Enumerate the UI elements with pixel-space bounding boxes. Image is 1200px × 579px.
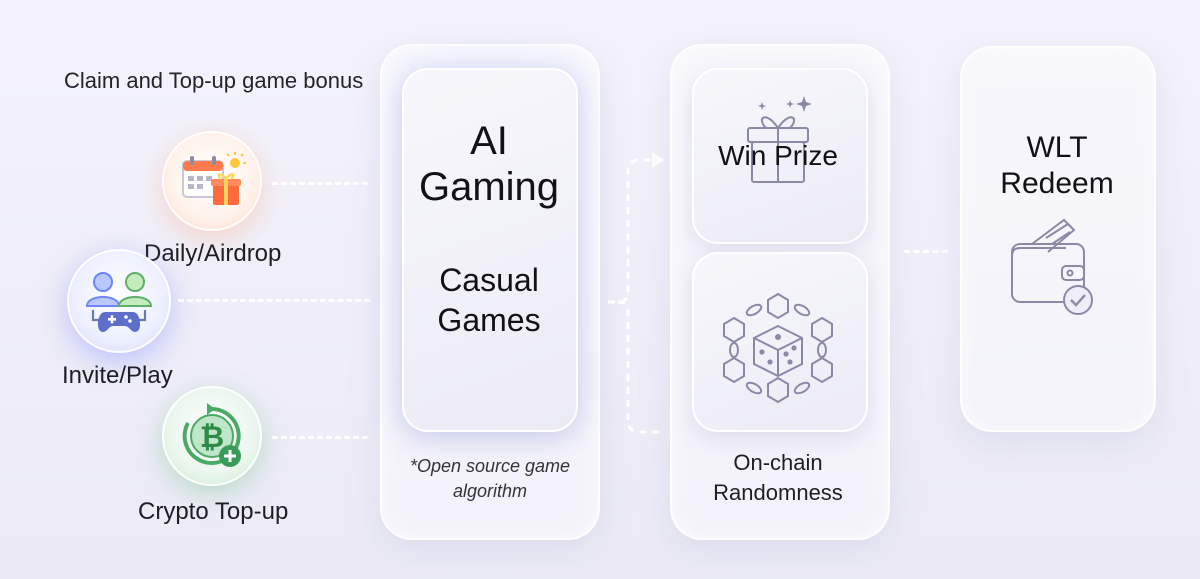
crypto-topup-label: Crypto Top-up: [138, 498, 289, 525]
wallet-ticket-check-icon: [1011, 218, 1093, 315]
daily-airdrop-label: Daily/Airdrop: [144, 240, 282, 267]
svg-text:₿: ₿: [200, 420, 224, 455]
on-chain-randomness-card[interactable]: [692, 252, 868, 432]
invite-connector: [178, 299, 370, 302]
note-line2: algorithm: [452, 481, 528, 501]
wlt-line2: Redeem: [1000, 167, 1114, 200]
crypto-connector: [272, 436, 368, 439]
invite-play-label: Invite/Play: [62, 362, 173, 389]
on-chain-randomness-label: On-chain Randomness: [670, 448, 886, 508]
casual-games-label: Casual Games: [402, 260, 576, 340]
wlt-line1: WLT: [1026, 131, 1088, 164]
casual-line1: Casual: [439, 262, 539, 298]
randomness-line2: Randomness: [713, 480, 843, 505]
crypto-topup-badge[interactable]: ₿: [162, 386, 262, 486]
gift-box-icon: [747, 96, 812, 183]
section-heading: Claim and Top-up game bonus: [64, 68, 364, 93]
casual-line2: Games: [437, 302, 541, 338]
blockchain-dice-icon: [723, 292, 833, 404]
daily-connector: [272, 182, 368, 185]
redeem-connector: [904, 250, 948, 253]
open-source-note: *Open source game algorithm: [392, 454, 588, 504]
note-line1: *Open source game: [409, 456, 571, 476]
ai-title-line1: AI: [470, 119, 508, 163]
win-prize-card[interactable]: [692, 68, 868, 244]
randomness-line1: On-chain: [733, 450, 823, 475]
ai-gaming-title: AI Gaming: [402, 118, 576, 210]
calendar-gift-icon: [182, 152, 246, 205]
ai-title-line2: Gaming: [418, 165, 560, 209]
win-prize-label: Win Prize: [718, 140, 838, 171]
users-gamepad-icon: [85, 272, 153, 332]
daily-airdrop-badge[interactable]: [162, 131, 262, 231]
ai-gaming-card[interactable]: [402, 68, 578, 432]
invite-play-badge[interactable]: [67, 249, 171, 353]
branch-connector-arrows: [608, 152, 664, 434]
bitcoin-plus-icon: ₿: [182, 403, 241, 467]
wlt-redeem-title: WLT Redeem: [962, 130, 1152, 202]
